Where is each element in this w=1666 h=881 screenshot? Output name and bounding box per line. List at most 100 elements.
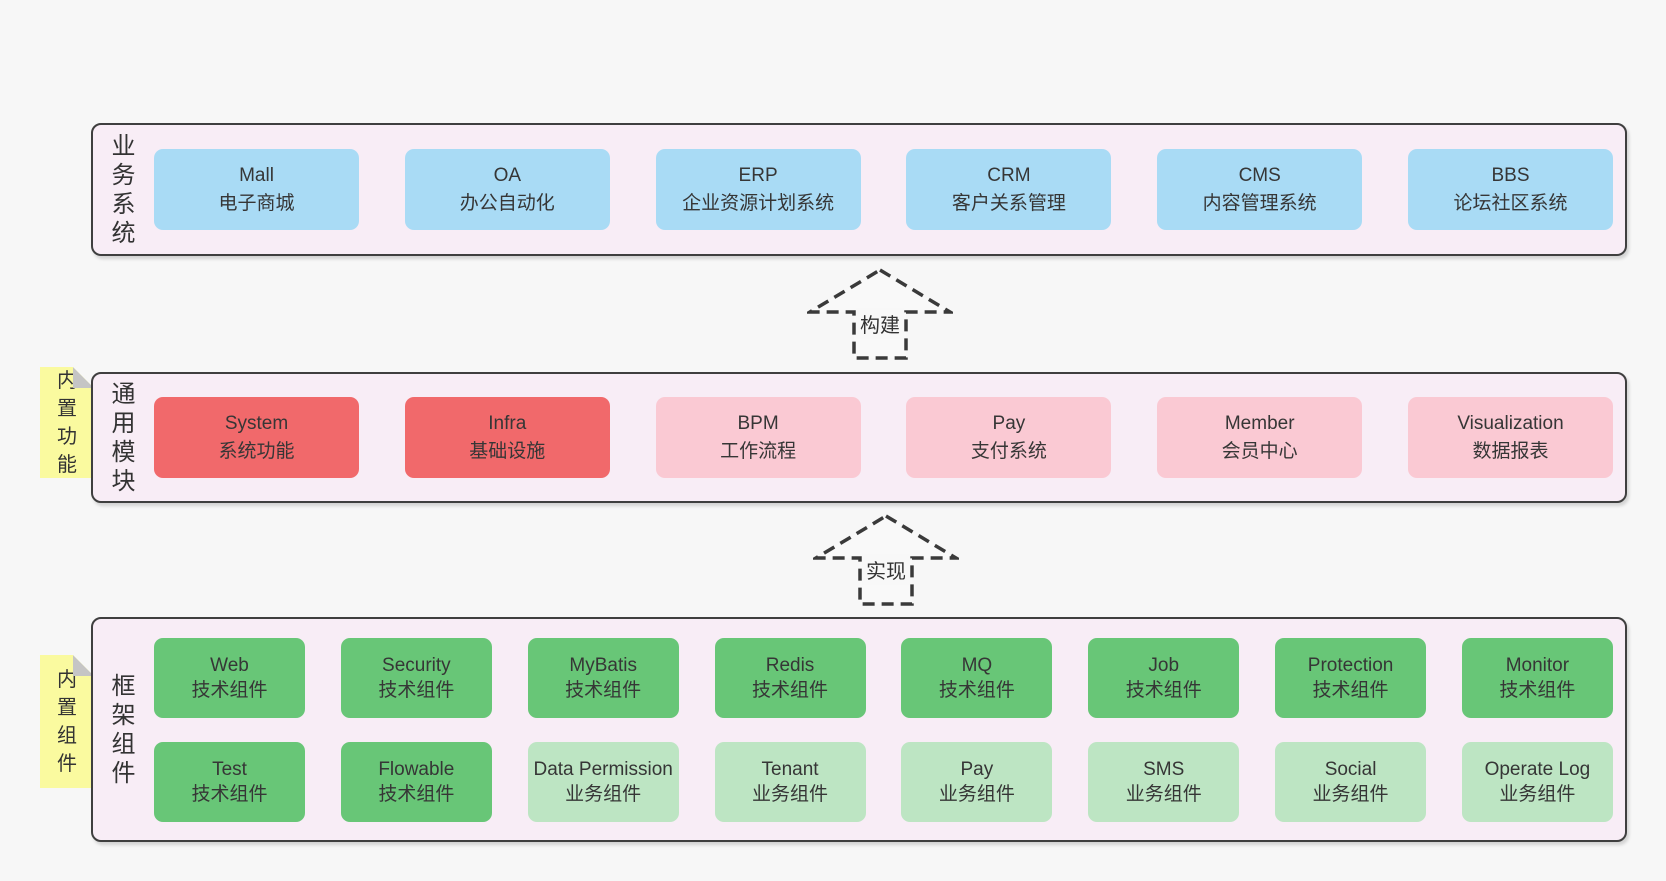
- box-name: BBS: [1491, 164, 1530, 186]
- box-visualization: Visualization 数据报表: [1407, 397, 1613, 478]
- box-monitor: Monitor 技术组件: [1461, 637, 1613, 718]
- panel-framework-components: 框架组件 Web 技术组件 Security 技术组件 MyBatis 技术组件…: [91, 617, 1627, 842]
- box-test: Test 技术组件: [154, 741, 305, 822]
- box-desc: 会员中心: [1221, 440, 1298, 462]
- box-infra: Infra 基础设施: [404, 397, 610, 478]
- box-name: Test: [212, 758, 247, 780]
- box-name: MQ: [961, 654, 993, 676]
- box-member: Member 会员中心: [1157, 397, 1363, 478]
- box-name: Data Permission: [533, 758, 673, 780]
- box-desc: 办公自动化: [459, 192, 555, 214]
- panel-label: 框架组件: [93, 619, 154, 840]
- box-name: Protection: [1307, 654, 1394, 676]
- box-erp: ERP 企业资源计划系统: [655, 149, 861, 230]
- box-name: Monitor: [1505, 654, 1570, 676]
- business-box-row: Mall 电子商城 OA 办公自动化 ERP 企业资源计划系统 CRM 客户关系…: [154, 125, 1625, 254]
- box-crm: CRM 客户关系管理: [906, 149, 1112, 230]
- box-name: Member: [1224, 412, 1295, 434]
- panel-label-text: 框架组件: [111, 672, 136, 787]
- box-system: System 系统功能: [154, 397, 359, 478]
- box-mybatis: MyBatis 技术组件: [527, 637, 679, 718]
- box-desc: 技术组件: [378, 783, 455, 805]
- box-cms: CMS 内容管理系统: [1157, 149, 1363, 230]
- box-pay-system: Pay 支付系统: [906, 397, 1112, 478]
- box-protection: Protection 技术组件: [1275, 637, 1427, 718]
- box-name: SMS: [1143, 758, 1185, 780]
- box-name: CRM: [987, 164, 1031, 186]
- panel-label-text: 通用模块: [111, 380, 136, 495]
- box-name: Redis: [765, 654, 815, 676]
- box-desc: 基础设施: [469, 440, 546, 462]
- box-oa: OA 办公自动化: [404, 149, 610, 230]
- box-desc: 支付系统: [970, 440, 1047, 462]
- box-desc: 技术组件: [752, 679, 829, 701]
- arrow-implement: 实现: [809, 513, 963, 606]
- box-desc: 技术组件: [191, 679, 268, 701]
- box-name: Flowable: [378, 758, 455, 780]
- box-tenant: Tenant 业务组件: [714, 741, 866, 822]
- box-bbs: BBS 论坛社区系统: [1407, 149, 1613, 230]
- box-desc: 业务组件: [565, 783, 642, 805]
- box-desc: 内容管理系统: [1202, 192, 1317, 214]
- box-job: Job 技术组件: [1088, 637, 1240, 718]
- box-name: MyBatis: [569, 654, 637, 676]
- panel-label: 业务系统: [93, 125, 154, 254]
- panel-business-systems: 业务系统 Mall 电子商城 OA 办公自动化 ERP 企业资源计划系统 CRM…: [91, 123, 1627, 256]
- arrow-build: 构建: [803, 267, 957, 360]
- box-name: Tenant: [761, 758, 819, 780]
- box-desc: 技术组件: [1125, 679, 1202, 701]
- box-security: Security 技术组件: [340, 637, 492, 718]
- box-desc: 技术组件: [1499, 679, 1576, 701]
- box-name: Mall: [239, 164, 274, 186]
- box-name: Visualization: [1457, 412, 1564, 434]
- box-desc: 技术组件: [191, 783, 268, 805]
- box-name: Infra: [488, 412, 527, 434]
- box-desc: 论坛社区系统: [1453, 192, 1568, 214]
- box-desc: 工作流程: [720, 440, 797, 462]
- arrow-label: 实现: [862, 554, 910, 585]
- box-name: Security: [382, 654, 451, 676]
- box-desc: 技术组件: [1312, 679, 1389, 701]
- box-name: Job: [1148, 654, 1180, 676]
- box-name: Operate Log: [1484, 758, 1591, 780]
- components-row-1: Web 技术组件 Security 技术组件 MyBatis 技术组件 Redi…: [154, 637, 1613, 718]
- box-name: Web: [210, 654, 249, 676]
- box-data-permission: Data Permission 业务组件: [527, 741, 679, 822]
- panel-label-text: 业务系统: [111, 132, 136, 247]
- box-desc: 电子商城: [218, 192, 295, 214]
- box-desc: 系统功能: [218, 440, 295, 462]
- box-name: System: [224, 412, 289, 434]
- box-operate-log: Operate Log 业务组件: [1461, 741, 1613, 822]
- box-redis: Redis 技术组件: [714, 637, 866, 718]
- box-name: Pay: [992, 412, 1026, 434]
- box-desc: 技术组件: [938, 679, 1015, 701]
- box-desc: 业务组件: [1312, 783, 1389, 805]
- box-social: Social 业务组件: [1275, 741, 1427, 822]
- box-name: Pay: [960, 758, 994, 780]
- box-flowable: Flowable 技术组件: [340, 741, 492, 822]
- sticky-note-label: 内置功能: [57, 369, 77, 476]
- panel-label: 通用模块: [93, 374, 154, 501]
- arrow-label: 构建: [856, 308, 904, 339]
- box-bpm: BPM 工作流程: [655, 397, 861, 478]
- box-desc: 企业资源计划系统: [682, 192, 835, 214]
- box-desc: 数据报表: [1472, 440, 1549, 462]
- box-desc: 技术组件: [565, 679, 642, 701]
- box-name: Social: [1324, 758, 1377, 780]
- box-desc: 技术组件: [378, 679, 455, 701]
- box-mall: Mall 电子商城: [154, 149, 359, 230]
- sticky-note-label: 内置组件: [57, 668, 77, 775]
- panel-common-modules: 通用模块 System 系统功能 Infra 基础设施 BPM 工作流程 Pay…: [91, 372, 1627, 503]
- box-name: ERP: [738, 164, 778, 186]
- box-pay-component: Pay 业务组件: [901, 741, 1053, 822]
- box-sms: SMS 业务组件: [1088, 741, 1240, 822]
- box-mq: MQ 技术组件: [901, 637, 1053, 718]
- components-row-2: Test 技术组件 Flowable 技术组件 Data Permission …: [154, 741, 1613, 822]
- box-name: OA: [493, 164, 522, 186]
- box-web: Web 技术组件: [154, 637, 305, 718]
- box-desc: 业务组件: [1125, 783, 1202, 805]
- sticky-note-builtin-components: 内置组件: [40, 655, 94, 788]
- components-grid: Web 技术组件 Security 技术组件 MyBatis 技术组件 Redi…: [154, 619, 1625, 840]
- box-desc: 业务组件: [938, 783, 1015, 805]
